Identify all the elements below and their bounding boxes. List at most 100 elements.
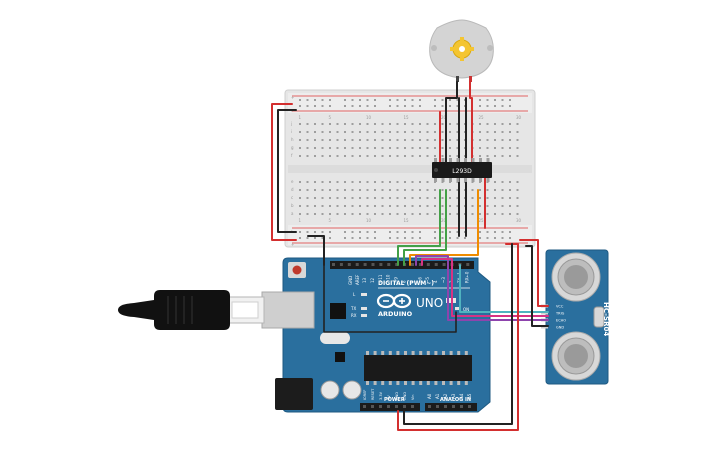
row-letter: b (291, 203, 294, 208)
tx-led-label: TX (350, 306, 356, 311)
digital-pin-label: RX←0 (465, 271, 470, 283)
l-led (361, 293, 367, 296)
row-letter: g (291, 145, 294, 150)
digital-pin-label: ~6 (417, 277, 422, 283)
wire-rail-left-red (271, 103, 297, 241)
column-number: 15 (404, 218, 410, 223)
wire-green-1 (403, 189, 447, 266)
analog-pin-label: A4 (459, 393, 464, 399)
wire-green-2 (397, 189, 441, 266)
mcu-pins (366, 351, 468, 385)
digital-pin-label: ~3 (441, 277, 446, 283)
analog-pin-label: A1 (435, 393, 440, 399)
row-letter: i (291, 129, 292, 134)
sensor-model: HC-SR04 (602, 302, 610, 336)
row-letter: f (291, 153, 293, 158)
wire-motor-black (445, 81, 458, 165)
rail-plus-label-bottom: + (291, 242, 294, 247)
power-pin-label: IOREF (363, 390, 367, 400)
sensor-crystal (593, 306, 605, 328)
power-pin-label: 3.3V (379, 391, 383, 400)
analog-header-strip[interactable] (425, 403, 477, 411)
digital-header-label: DIGITAL (PWM~) (378, 280, 434, 287)
analog-pin-label: A3 (451, 393, 456, 399)
dc-motor[interactable] (429, 19, 494, 82)
analog-pin-label: A5 (467, 393, 472, 399)
column-number: 30 (516, 218, 522, 223)
atmega-chip (364, 355, 472, 381)
wire-5v (397, 243, 519, 431)
digital-pin-label: 12 (370, 277, 375, 283)
column-number: 15 (404, 115, 410, 120)
sensor-pin-label: TRIG (555, 312, 565, 316)
crystal (320, 332, 350, 344)
gear-icon (450, 37, 474, 61)
digital-pin-label: 13 (362, 277, 367, 283)
ic-pins (434, 158, 490, 182)
column-number: 25 (479, 115, 485, 120)
column-number: 20 (441, 115, 447, 120)
row-letter: e (291, 179, 294, 184)
usb-cable (118, 290, 265, 330)
analog-pin-label: A0 (427, 393, 432, 399)
regulator (335, 352, 345, 362)
rail-minus-label-bottom: - (291, 228, 293, 233)
digital-header[interactable] (330, 261, 474, 269)
column-number: 10 (366, 115, 372, 120)
column-number: 1 (299, 218, 302, 223)
aref-label: AREF (355, 274, 360, 285)
rx-led (361, 314, 367, 317)
usb-jack (261, 291, 315, 329)
row-letter: a (291, 211, 294, 216)
l293d-driver[interactable]: L293D (432, 158, 492, 182)
row-letter: c (291, 195, 293, 200)
wire-rail-left-black (277, 109, 297, 233)
column-number: 30 (516, 115, 522, 120)
transducer-bottom (551, 331, 601, 381)
row-letter: d (291, 187, 294, 192)
sensor-pin-label: GND (556, 326, 564, 330)
power-pin-label: GND (395, 392, 399, 400)
on-led-label: ON (463, 307, 469, 312)
power-pin-label: RESET (371, 388, 375, 400)
digital-pin-label: ~11 (378, 274, 383, 283)
motor-terminal-1 (456, 76, 459, 82)
digital-pin-label: ~9 (394, 277, 399, 283)
row-letter: j (290, 121, 292, 126)
arduino-logo-icon (376, 293, 412, 309)
wire-sensor-gnd (525, 245, 549, 327)
digital-pin-label: ~5 (425, 277, 430, 283)
power-barrel-jack (275, 378, 313, 410)
wire-magenta (421, 258, 549, 317)
digital-pin-label: ~10 (386, 274, 391, 283)
wire-gnd-bottom (403, 243, 513, 425)
column-number: 5 (329, 115, 332, 120)
ic-label: L293D (452, 168, 472, 175)
breadboard-holes (299, 99, 519, 239)
digital-pin-label: 4 (433, 280, 438, 283)
gnd-label: GND (348, 276, 353, 285)
sensor-pin-label: ECHO (556, 319, 566, 323)
transducer-top (551, 252, 601, 302)
center-channel (288, 165, 532, 173)
column-number: 10 (366, 218, 372, 223)
power-pin-label: GND (403, 392, 407, 400)
rx-led-label: RX (351, 313, 357, 318)
rail-plus-label: + (291, 95, 294, 100)
l-led-label: L (353, 292, 356, 297)
power-pin-label: Vin (411, 394, 415, 400)
arduino-model: UNO (416, 296, 443, 310)
wire-sensor-vcc (519, 239, 549, 307)
digital-pin-label: 7 (409, 280, 414, 283)
usb-chip (330, 303, 346, 319)
power-header-label: POWER (384, 397, 405, 403)
arduino-brand: ARDUINO (378, 310, 413, 318)
wire-motor-red (469, 81, 473, 165)
wire-purple (415, 255, 549, 321)
